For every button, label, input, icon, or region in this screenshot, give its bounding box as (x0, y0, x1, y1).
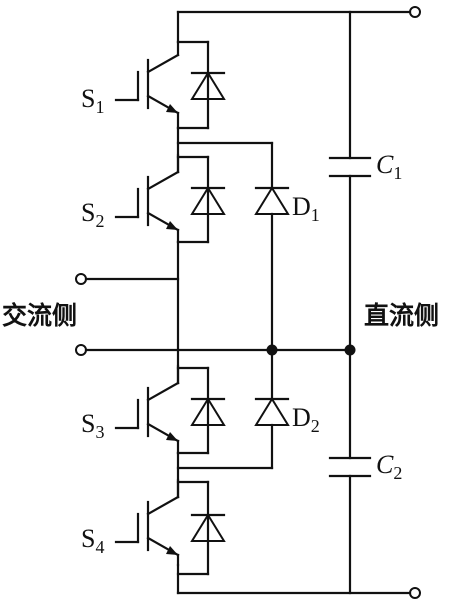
label-c1: C1 (376, 150, 403, 183)
capacitor-c2 (328, 456, 372, 478)
dc-rails (176, 10, 412, 595)
label-d1: D1 (292, 192, 320, 225)
junction-dot-midpoint (344, 344, 356, 356)
label-s1: S1 (81, 84, 105, 117)
ac-terminal-output (75, 273, 87, 285)
igbt-s2 (114, 153, 226, 244)
dc-negative-terminal (409, 587, 421, 599)
dc-positive-terminal (409, 6, 421, 18)
junction-dot-clamp (266, 344, 278, 356)
label-ac-side: 交流侧 (2, 301, 78, 330)
label-s2: S2 (81, 198, 105, 231)
label-dc-side: 直流侧 (364, 301, 440, 330)
clamp-diode-d1 (176, 141, 290, 352)
label-s3: S3 (81, 409, 105, 442)
label-s4: S4 (81, 524, 105, 557)
igbt-s4 (114, 478, 226, 576)
label-c2: C2 (376, 450, 403, 483)
clamp-diode-d2 (176, 348, 290, 470)
capacitor-c1 (328, 156, 372, 178)
igbt-s3 (114, 364, 226, 455)
ac-wires (84, 277, 352, 352)
ac-terminal-neutral (75, 344, 87, 356)
label-d2: D2 (292, 403, 320, 436)
igbt-s1 (114, 40, 226, 130)
